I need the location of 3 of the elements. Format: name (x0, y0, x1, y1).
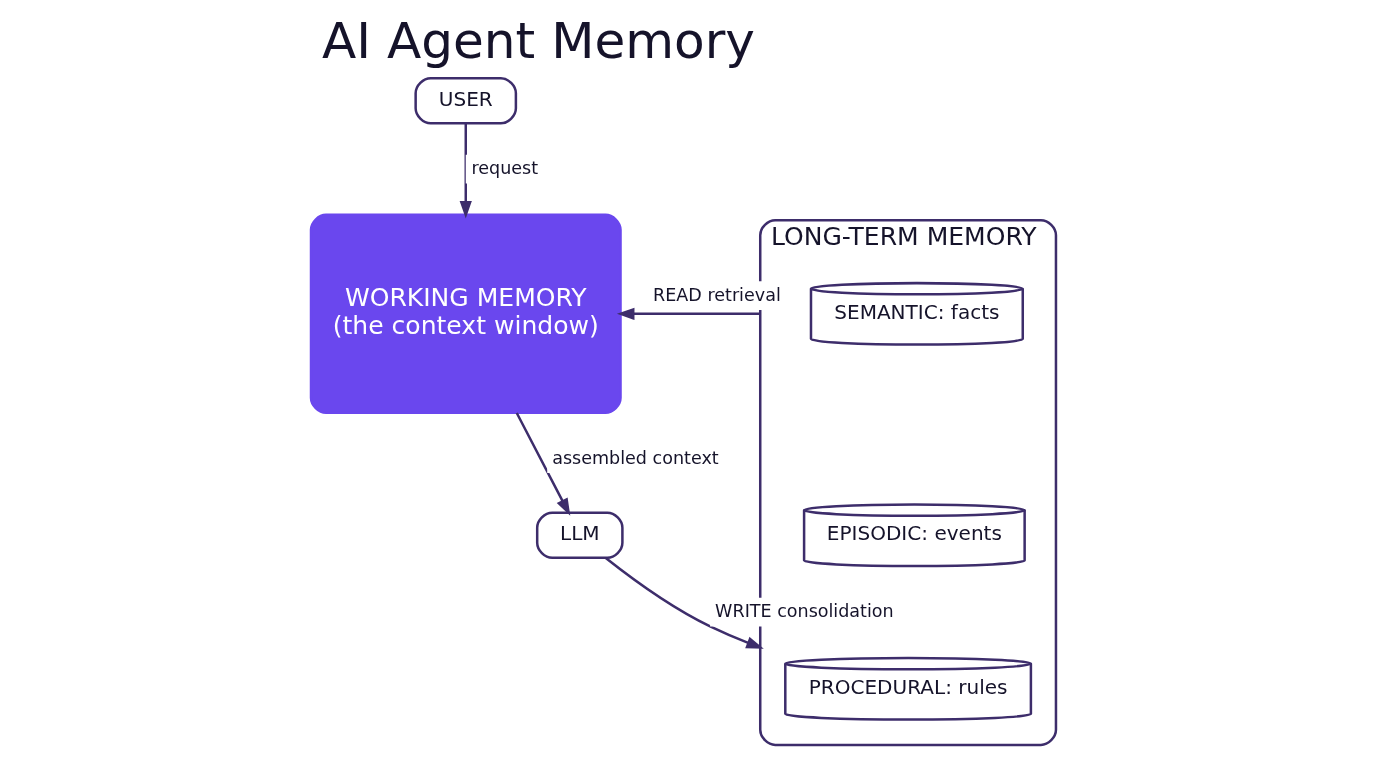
edge-label: assembled context (551, 447, 719, 468)
edge-label: request (470, 158, 538, 179)
diagram-title: AI Agent Memory (321, 11, 755, 71)
